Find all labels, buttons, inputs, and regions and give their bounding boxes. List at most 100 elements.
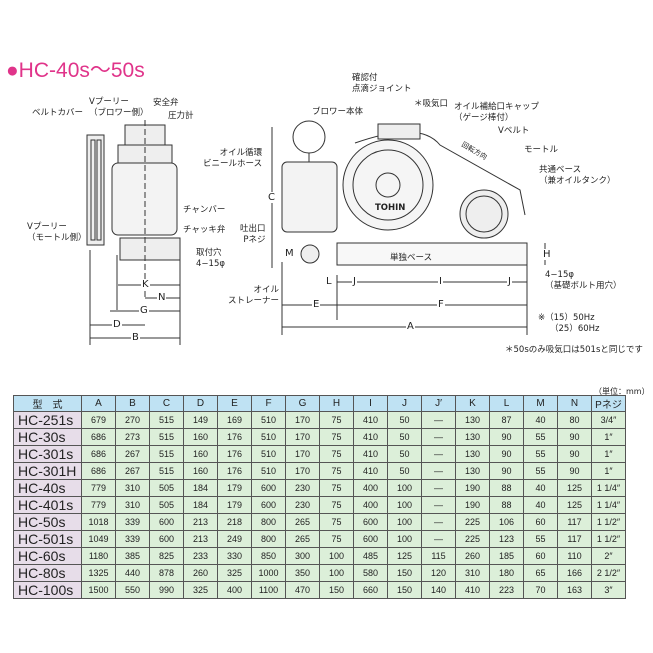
value-cell: 600 — [353, 530, 388, 548]
value-cell: 505 — [149, 479, 184, 497]
value-cell: 75 — [319, 445, 354, 463]
value-cell: 600 — [149, 530, 184, 548]
label-line: （25）60Hz — [550, 324, 600, 334]
column-header: E — [217, 395, 252, 412]
label-line: オイル補給口キャップ — [454, 102, 540, 112]
chamber-label: チャンバー — [183, 205, 226, 215]
value-cell: 679 — [81, 411, 116, 429]
value-cell: — — [421, 513, 456, 531]
value-cell: 87 — [489, 411, 524, 429]
value-cell: 686 — [81, 462, 116, 480]
drip-joint-label: 確認付点滴ジョイント — [352, 73, 412, 95]
value-cell: 410 — [353, 445, 388, 463]
label-line: （ゲージ棒付） — [454, 113, 514, 123]
blower-body-drawing — [342, 139, 434, 231]
value-cell: 339 — [115, 530, 150, 548]
value-cell: 410 — [455, 581, 490, 599]
value-cell: 1500 — [81, 581, 116, 599]
value-cell: 385 — [115, 547, 150, 565]
value-cell: 249 — [217, 530, 252, 548]
model-cell: HC-301s — [13, 445, 82, 463]
model-cell: HC-60s — [13, 547, 82, 565]
value-cell: 325 — [217, 564, 252, 582]
column-header: L — [489, 395, 524, 412]
value-cell: 163 — [557, 581, 592, 599]
foundation-holes-label: 4−15φ（基礎ボルト用穴） — [545, 270, 622, 292]
value-cell: 400 — [217, 581, 252, 599]
v-pulley-motor-label: Vプーリー（モートル側） — [27, 222, 87, 244]
unit-label: （単位：mm） — [594, 387, 650, 396]
oil-strainer-label: オイルストレーナー — [228, 285, 279, 307]
dim-a: A — [406, 321, 415, 332]
value-cell: 265 — [285, 513, 320, 531]
model-cell: HC-301H — [13, 462, 82, 480]
dim-n: N — [157, 292, 167, 303]
value-cell: 505 — [149, 496, 184, 514]
value-cell: 176 — [217, 445, 252, 463]
value-cell: 510 — [251, 462, 286, 480]
value-cell: 213 — [183, 513, 218, 531]
label-line: 吐出口 — [240, 224, 266, 234]
label-line: 共通ベース — [539, 165, 582, 175]
value-cell: 410 — [353, 462, 388, 480]
value-cell: 485 — [353, 547, 388, 565]
label-line: Pネジ — [243, 235, 266, 245]
value-cell: 184 — [183, 496, 218, 514]
value-cell: 179 — [217, 479, 252, 497]
value-cell: — — [421, 462, 456, 480]
oil-cap-label: オイル補給口キャップ（ゲージ棒付） — [454, 102, 539, 124]
v-pulley-blower-label: Vプーリー（ブロワー側） — [89, 97, 149, 119]
value-cell: 470 — [285, 581, 320, 599]
model-cell: HC-50s — [13, 513, 82, 531]
value-cell: 515 — [149, 428, 184, 446]
column-header: N — [557, 395, 592, 412]
value-cell: 185 — [489, 547, 524, 565]
label-line: （ブロワー側） — [89, 108, 149, 118]
dim-b: B — [131, 332, 140, 343]
value-cell: 60 — [523, 547, 558, 565]
value-cell: 270 — [115, 411, 150, 429]
value-cell: 100 — [387, 513, 422, 531]
value-cell: 130 — [455, 445, 490, 463]
label-line: 4−15φ — [196, 259, 225, 269]
model-cell: HC-251s — [13, 411, 82, 429]
value-cell: 225 — [455, 530, 490, 548]
blower-technical-drawing — [86, 120, 546, 345]
value-cell: 150 — [387, 581, 422, 599]
value-cell: 800 — [251, 513, 286, 531]
value-cell: 180 — [489, 564, 524, 582]
value-cell: 115 — [421, 547, 456, 565]
value-cell: 515 — [149, 462, 184, 480]
value-cell: 179 — [217, 496, 252, 514]
value-cell: 580 — [353, 564, 388, 582]
v-belt-label: Vベルト — [498, 126, 530, 136]
value-cell: 184 — [183, 479, 218, 497]
column-header: G — [285, 395, 320, 412]
value-cell: 90 — [557, 462, 592, 480]
value-cell: 218 — [217, 513, 252, 531]
page-title: ●HC-40s〜50s — [6, 59, 145, 82]
value-cell: — — [421, 496, 456, 514]
value-cell: 1325 — [81, 564, 116, 582]
value-cell: 600 — [251, 479, 286, 497]
value-cell: 176 — [217, 462, 252, 480]
value-cell: 160 — [183, 428, 218, 446]
value-cell: 510 — [251, 445, 286, 463]
value-cell: 600 — [353, 513, 388, 531]
value-cell: 60 — [523, 513, 558, 531]
single-base-label: 単独ベース — [390, 253, 433, 264]
pressure-gauge-label: 圧力計 — [168, 111, 194, 121]
value-cell: 160 — [183, 445, 218, 463]
value-cell: 225 — [455, 513, 490, 531]
value-cell: 140 — [421, 581, 456, 599]
column-header: D — [183, 395, 218, 412]
intake-label: ＊吸気口 — [414, 99, 449, 109]
value-cell: 223 — [489, 581, 524, 599]
safety-valve-label: 安全弁 — [153, 98, 179, 108]
value-cell: 3″ — [591, 581, 626, 599]
check-valve-label: チャッキ弁 — [183, 225, 226, 235]
